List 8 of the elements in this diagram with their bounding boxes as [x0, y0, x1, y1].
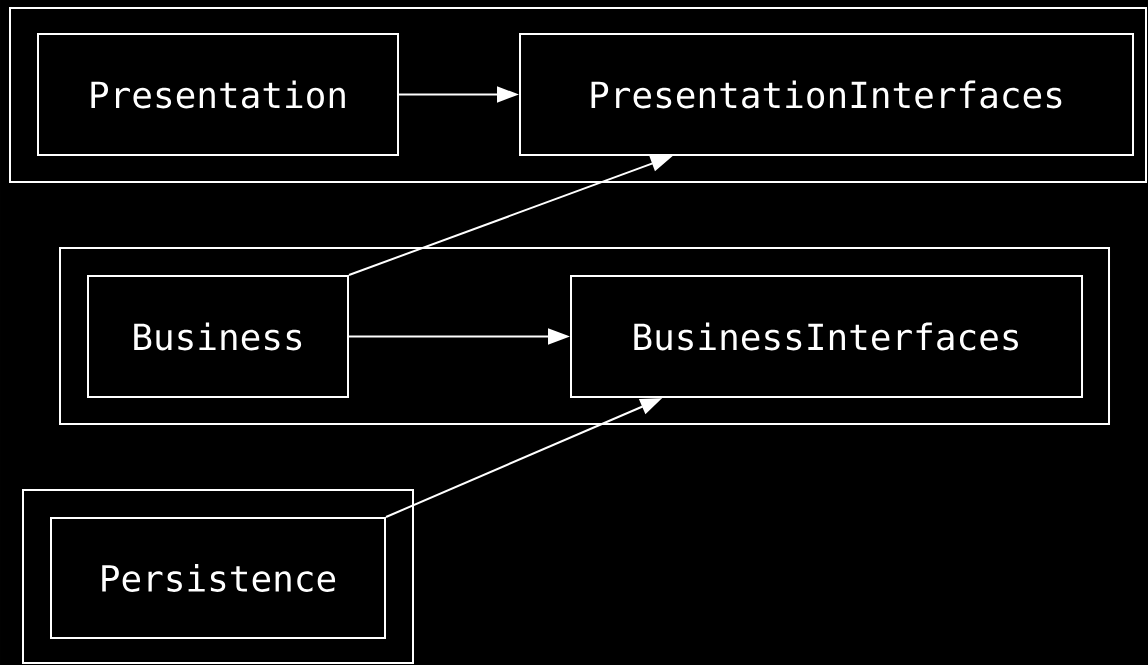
- process-box: PresentationInterfaces: [519, 33, 1134, 156]
- process-box: Presentation: [37, 33, 399, 156]
- process-box: BusinessInterfaces: [570, 275, 1083, 398]
- group-box: [59, 247, 1110, 425]
- group-box: [9, 7, 1147, 183]
- group-box: [22, 489, 414, 664]
- process-box: Persistence: [50, 517, 386, 639]
- process-box: Business: [87, 275, 349, 398]
